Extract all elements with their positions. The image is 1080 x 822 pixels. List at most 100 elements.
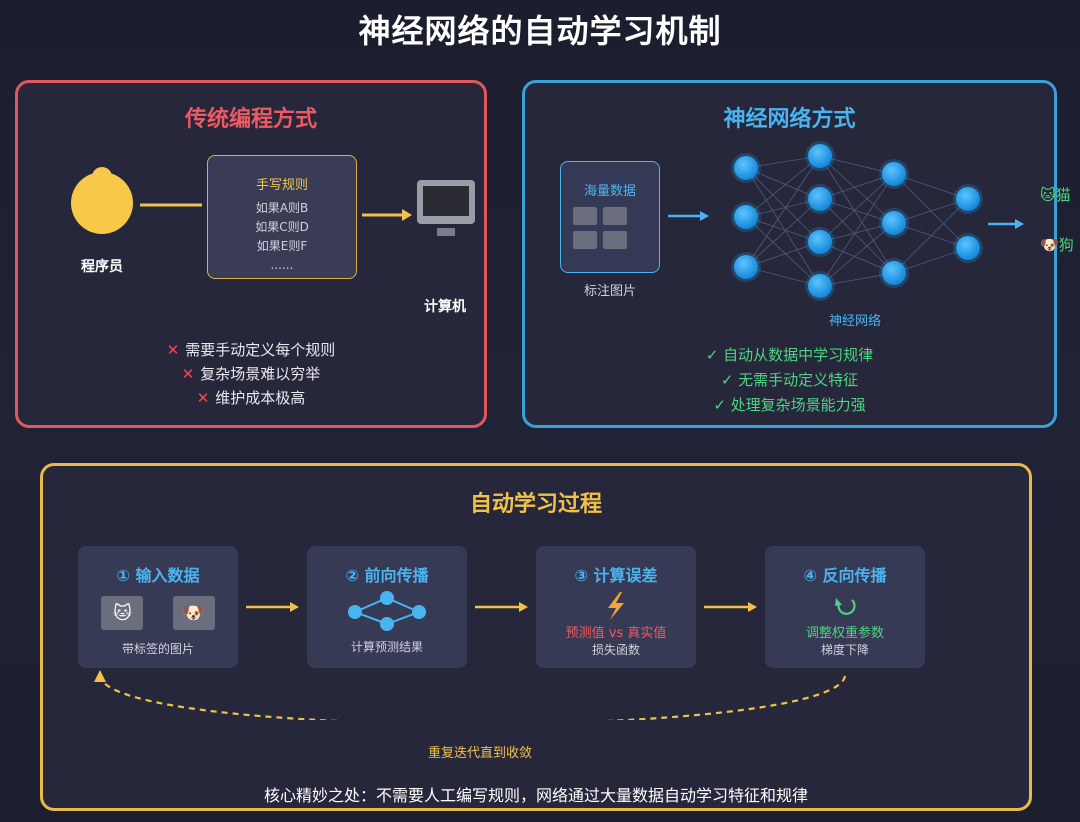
- network-link: [745, 155, 821, 268]
- rules-title: 手写规则: [255, 178, 308, 193]
- network-to-output-arrowhead: [1015, 219, 1024, 229]
- network-node: [808, 187, 832, 211]
- neural-title: 神经网络方式: [723, 107, 856, 132]
- network-link: [819, 173, 895, 243]
- network-link: [745, 216, 821, 243]
- page-title: 神经网络的自动学习机制: [358, 12, 722, 50]
- network-link: [745, 167, 821, 287]
- loop-back-path: [98, 675, 847, 720]
- lightning-icon: [608, 592, 624, 620]
- rule-line: 如果A则B: [255, 201, 309, 215]
- issue-item: ✕复杂场景难以穷举: [181, 365, 321, 383]
- network-link: [819, 155, 895, 274]
- programmer-head-icon: [92, 167, 112, 187]
- network-node: [734, 205, 758, 229]
- network-link: [745, 167, 821, 200]
- network-link: [819, 272, 895, 287]
- network-link: [819, 241, 895, 274]
- process-title: 自动学习过程: [469, 492, 602, 517]
- network-link: [745, 198, 821, 268]
- computer-icon: [417, 180, 475, 236]
- network-node: [882, 261, 906, 285]
- output-dog: 🐶狗: [1040, 236, 1074, 254]
- network-link: [819, 222, 895, 287]
- neural-network-diagram: [668, 141, 1024, 301]
- dog-icon: 🐶: [1040, 236, 1059, 254]
- network-link: [819, 155, 895, 224]
- data-caption: 标注图片: [583, 284, 636, 299]
- network-node: [734, 255, 758, 279]
- network-link: [819, 155, 895, 175]
- loop-back-arrowhead: [94, 670, 106, 682]
- network-node: [882, 162, 906, 186]
- step-back-propagation: ④ 反向传播 调整权重参数 梯度下降: [765, 546, 925, 668]
- benefit-item: ✓ 自动从数据中学习规律: [705, 346, 874, 364]
- computer-label: 计算机: [424, 299, 466, 315]
- cross-icon: ✕: [181, 365, 195, 383]
- network-node: [808, 274, 832, 298]
- step-sub: 带标签的图片: [121, 642, 194, 656]
- step3-to-step4-arrowhead: [748, 602, 757, 612]
- step-sub: 计算预测结果: [350, 640, 423, 654]
- network-icon: [348, 591, 426, 631]
- cross-icon: ✕: [196, 389, 210, 407]
- network-node: [808, 230, 832, 254]
- network-link: [893, 247, 969, 274]
- network-link: [745, 266, 821, 287]
- network-link: [745, 167, 821, 243]
- image-grid-icon: [573, 207, 627, 249]
- issue-item: ✕需要手动定义每个规则: [166, 341, 336, 359]
- step-title: ③ 计算误差: [574, 566, 658, 585]
- step-forward-propagation: ② 前向传播 计算预测结果: [307, 546, 467, 668]
- network-node: [882, 211, 906, 235]
- network-link: [819, 173, 895, 200]
- rule-line: 如果E则F: [256, 239, 308, 253]
- step-title: ① 输入数据: [116, 566, 200, 585]
- network-link: [745, 241, 821, 268]
- data-box: 海量数据: [560, 161, 660, 273]
- network-node: [956, 187, 980, 211]
- core-statement: 核心精妙之处：不需要人工编写规则，网络通过大量数据自动学习特征和规律: [263, 786, 808, 805]
- rule-line: ......: [270, 258, 294, 272]
- data-title: 海量数据: [583, 184, 636, 199]
- network-link: [745, 216, 821, 287]
- network-link: [893, 198, 969, 224]
- step-highlight: 调整权重参数: [805, 626, 884, 641]
- dog-icon: 🐶: [172, 596, 215, 630]
- cat-icon: 🐱: [1040, 186, 1056, 204]
- rules-box: 手写规则 如果A则B 如果C则D 如果E则F ......: [207, 155, 357, 279]
- cat-icon: 🐱: [101, 596, 144, 630]
- network-link: [819, 222, 895, 243]
- step-title: ② 前向传播: [345, 566, 429, 585]
- step-sub: 梯度下降: [820, 643, 869, 657]
- refresh-icon: [835, 598, 856, 615]
- network-link: [745, 155, 821, 218]
- network-link: [819, 198, 895, 274]
- traditional-flow: [71, 167, 412, 234]
- programmer-icon: [71, 172, 133, 234]
- step-highlight: 预测值 vs 真实值: [565, 626, 667, 641]
- data-to-network-arrowhead: [700, 211, 709, 221]
- issue-item: ✕维护成本极高: [196, 389, 306, 407]
- step2-to-step3-arrowhead: [519, 602, 528, 612]
- traditional-title: 传统编程方式: [184, 107, 317, 132]
- output-cat: 🐱猫: [1040, 186, 1071, 204]
- network-node: [956, 236, 980, 260]
- benefit-item: ✓ 无需手动定义特征: [720, 371, 859, 389]
- programmer-label: 程序员: [81, 259, 123, 275]
- network-node: [808, 144, 832, 168]
- benefit-item: ✓ 处理复杂场景能力强: [713, 396, 866, 414]
- network-node: [734, 156, 758, 180]
- network-link: [893, 198, 969, 274]
- network-caption: 神经网络: [828, 314, 881, 329]
- step-compute-error: ③ 计算误差 预测值 vs 真实值 损失函数: [536, 546, 696, 668]
- cross-icon: ✕: [166, 341, 180, 359]
- network-link: [893, 173, 969, 200]
- loop-label: 重复迭代直到收敛: [427, 746, 532, 761]
- rule-line: 如果C则D: [255, 220, 309, 234]
- step1-to-step2-arrowhead: [290, 602, 299, 612]
- network-link: [819, 173, 895, 287]
- network-link: [745, 155, 821, 169]
- network-link: [819, 198, 895, 224]
- network-link: [745, 198, 821, 218]
